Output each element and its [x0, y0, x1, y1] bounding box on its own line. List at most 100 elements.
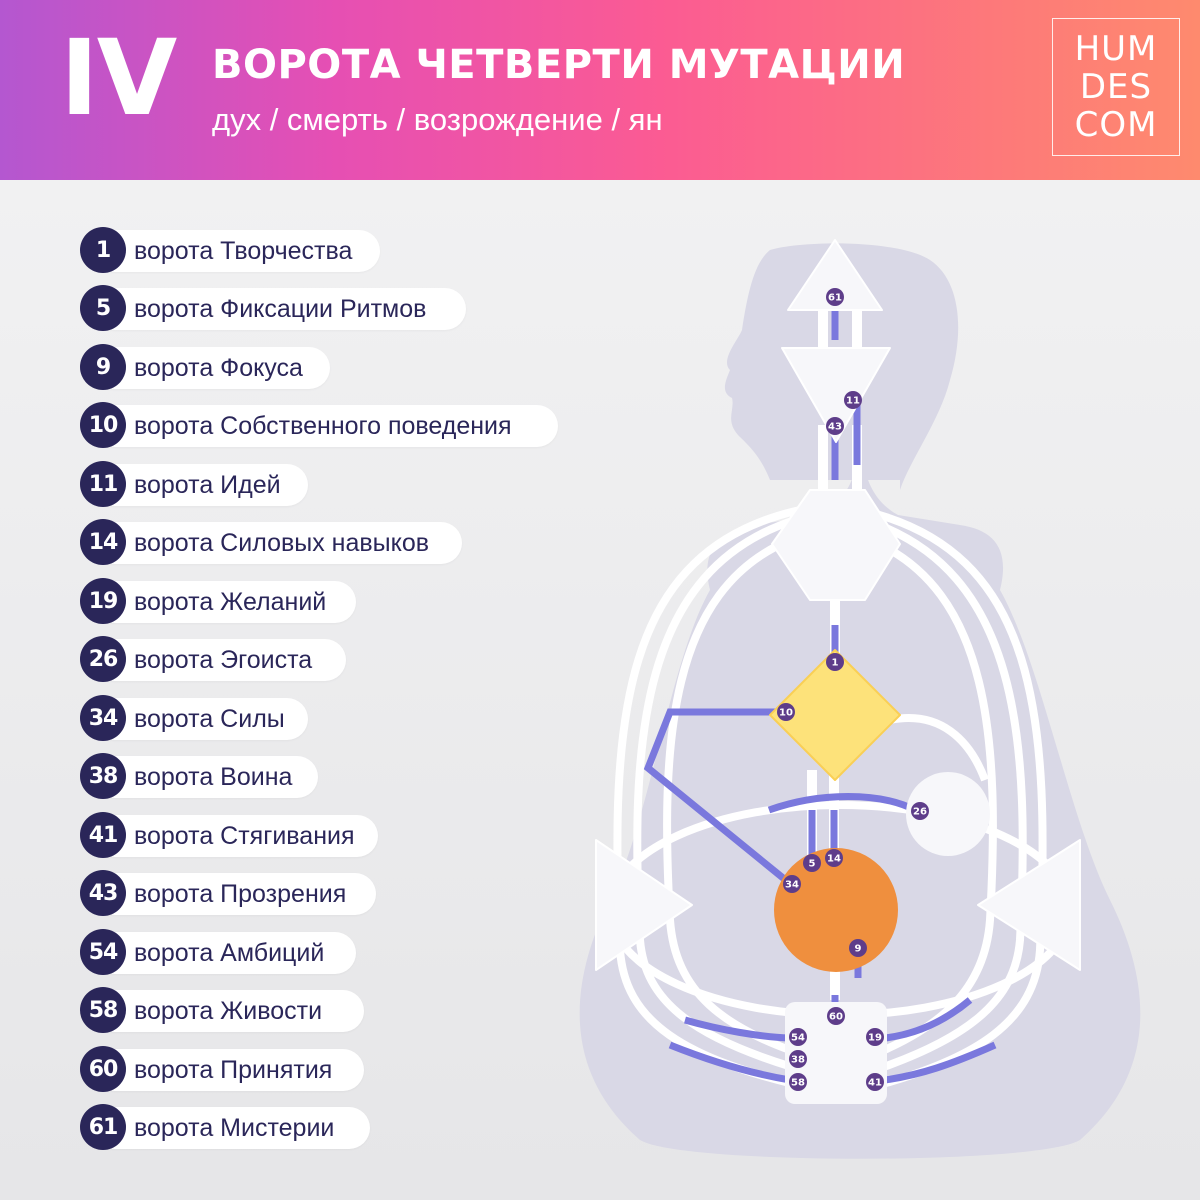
sacral-center: [774, 848, 898, 972]
gate-number-badge: 38: [80, 753, 126, 799]
gate-pill: [94, 1107, 370, 1149]
channel-19: [884, 997, 973, 1042]
gate-pill: [94, 873, 376, 915]
gate-badge-label: 9: [855, 944, 862, 955]
gate-badge-label: 11: [846, 396, 860, 407]
gate-label: ворота Воина: [134, 762, 293, 791]
throat-center: [771, 489, 901, 601]
gate-list-item: 34 ворота Силы: [80, 695, 308, 741]
gate-list-item: 60 ворота Принятия: [80, 1046, 364, 1092]
ajna-center: [781, 347, 891, 443]
gate-list-item: 11 ворота Идей: [80, 461, 308, 507]
gate-number-badge: 54: [80, 929, 126, 975]
gate-badge: 26: [911, 802, 929, 820]
gate-badge-label: 10: [779, 708, 793, 719]
gate-badge-label: 19: [868, 1033, 882, 1044]
page-title: ВОРОТА ЧЕТВЕРТИ МУТАЦИИ: [212, 42, 906, 88]
channel-inner-left: [663, 536, 822, 1064]
gate-badge-label: 60: [829, 1012, 843, 1023]
gate-badge: 43: [826, 417, 844, 435]
centers: [595, 239, 1081, 1104]
gate-number-badge: 1: [80, 227, 126, 273]
gate-number-badge: 61: [80, 1104, 126, 1150]
gate-label: ворота Мистерии: [134, 1113, 335, 1142]
gate-badge-label: 41: [868, 1078, 882, 1089]
gate-badge: 61: [826, 288, 844, 306]
gate-badge: 54: [789, 1028, 807, 1046]
gate-pill: [94, 288, 466, 330]
gate-pill: [94, 1049, 364, 1091]
gate-badge: 11: [844, 391, 862, 409]
gate-badge-label: 58: [791, 1078, 805, 1089]
logo-line: HUM: [1074, 29, 1158, 69]
g-center: [769, 649, 901, 781]
gate-badge-label: 34: [785, 880, 799, 891]
page-subtitle: дух / смерть / возрождение / ян: [212, 102, 663, 137]
gate-label: ворота Фокуса: [134, 353, 303, 382]
gate-label: ворота Фиксации Ритмов: [134, 294, 427, 323]
gate-badge: 34: [783, 875, 801, 893]
gate-list-item: 38 ворота Воина: [80, 753, 318, 799]
gate-badge-label: 5: [809, 859, 816, 870]
gate-list-item: 61 ворота Мистерии: [80, 1104, 370, 1150]
active-channels: [643, 308, 997, 1084]
channel-54: [684, 1016, 791, 1042]
quarter-numeral: IV: [60, 17, 177, 139]
bodygraph-svg: 61 11 43 1 10 26 5 14 34 9 60 54 19 38 5…: [579, 239, 1141, 1159]
channel-10-34: [643, 708, 791, 885]
gate-label: ворота Амбиций: [134, 938, 325, 967]
channel-mid-right: [858, 516, 1027, 1079]
gate-pill: [94, 230, 380, 272]
gate-pill: [94, 464, 308, 506]
gate-badges: 61 11 43 1 10 26 5 14 34 9 60 54 19 38 5…: [777, 288, 929, 1091]
gate-number-badge: 5: [80, 285, 126, 331]
gate-list-item: 54 ворота Амбиций: [80, 929, 356, 975]
gate-number-badge: 58: [80, 987, 126, 1033]
channel-41: [884, 1041, 997, 1084]
gate-number-badge: 26: [80, 636, 126, 682]
gate-pill: [94, 932, 356, 974]
gate-number-badge: 14: [80, 519, 126, 565]
gate-pill: [94, 756, 318, 798]
gate-badge: 9: [849, 939, 867, 957]
gate-list-item: 41 ворота Стягивания: [80, 812, 378, 858]
gate-badge: 58: [789, 1073, 807, 1091]
spleen-center: [595, 839, 693, 971]
root-center: [785, 1002, 887, 1104]
gate-badge-label: 61: [828, 293, 842, 304]
gate-number-badge: 41: [80, 812, 126, 858]
gate-pill: [94, 815, 378, 857]
gate-number-badge: 60: [80, 1046, 126, 1092]
gate-badge-label: 14: [827, 854, 841, 865]
gate-badge: 5: [803, 854, 821, 872]
gate-badge: 38: [789, 1050, 807, 1068]
logo-line: DES: [1079, 67, 1153, 107]
gate-pill: [94, 639, 346, 681]
gate-pill: [94, 581, 356, 623]
gate-label: ворота Живости: [134, 996, 323, 1025]
header-banner: IV ВОРОТА ЧЕТВЕРТИ МУТАЦИИ дух / смерть …: [0, 0, 1200, 180]
gate-number-badge: 43: [80, 870, 126, 916]
gate-number-badge: 19: [80, 578, 126, 624]
ego-center: [906, 772, 990, 856]
gate-label: ворота Стягивания: [134, 821, 355, 850]
gate-badge: 10: [777, 703, 795, 721]
gate-pill: [94, 990, 364, 1032]
gate-badge: 1: [826, 653, 844, 671]
gate-list-item: 5 ворота Фиксации Ритмов: [80, 285, 466, 331]
logo-line: COM: [1074, 105, 1158, 145]
gate-label: ворота Прозрения: [134, 879, 347, 908]
gate-badge-label: 38: [791, 1055, 805, 1066]
gate-list-item: 10 ворота Собственного поведения: [80, 402, 558, 448]
gate-badge: 60: [827, 1007, 845, 1025]
gate-label: ворота Силовых навыков: [134, 528, 430, 557]
gate-pill: [94, 522, 462, 564]
gate-label: ворота Творчества: [134, 236, 353, 265]
gate-badge-label: 26: [913, 807, 927, 818]
bodygraph: 61 11 43 1 10 26 5 14 34 9 60 54 19 38 5…: [520, 220, 1200, 1180]
gate-badge-label: 43: [828, 422, 842, 433]
gate-list-item: 58 ворота Живости: [80, 987, 364, 1033]
gate-badge: 19: [866, 1028, 884, 1046]
gate-pill: [94, 698, 308, 740]
gate-label: ворота Собственного поведения: [134, 411, 512, 440]
